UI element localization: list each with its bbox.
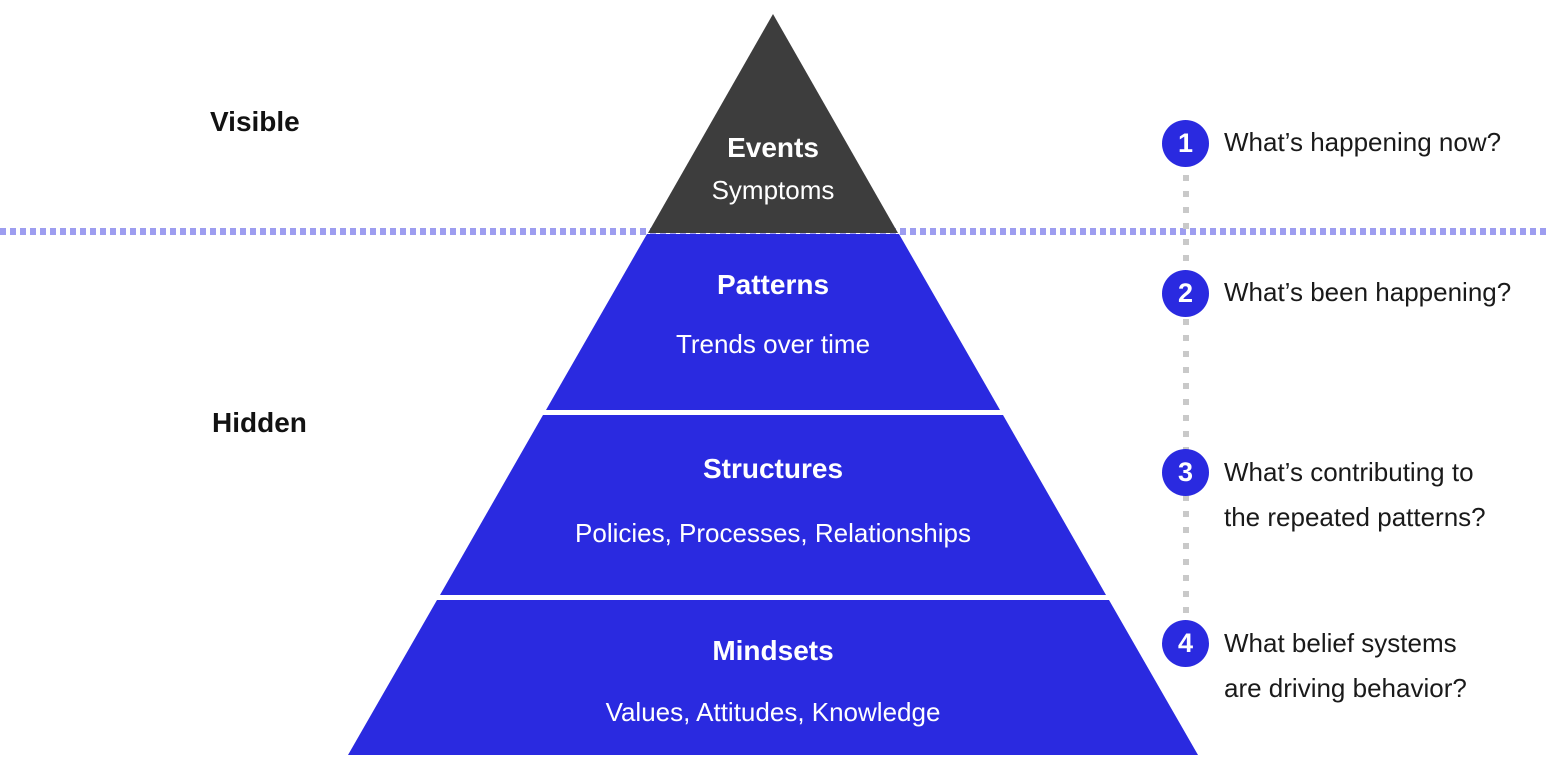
structures-layer-title: Structures [702, 453, 844, 484]
question-3-number-badge: 3 [1162, 449, 1209, 496]
question-3-text: What’s contributing to the repeated patt… [1224, 450, 1486, 540]
question-4-line-2: are driving behavior? [1224, 673, 1467, 703]
question-4-number: 4 [1177, 628, 1194, 658]
question-2-text: What’s been happening? [1224, 270, 1511, 315]
question-2-number-badge: 2 [1162, 270, 1209, 317]
events-layer-subtitle: Symptoms [711, 175, 835, 205]
events-layer-title: Events [727, 132, 819, 163]
question-1-number-badge: 1 [1162, 120, 1209, 167]
pyramid-layer-patterns-shape [546, 234, 1000, 410]
pyramid-layer-mindsets-shape [348, 600, 1198, 755]
question-3-line-2: the repeated patterns? [1224, 502, 1486, 532]
question-2-line-1: What’s been happening? [1224, 277, 1512, 307]
question-4-line-1: What belief systems [1224, 628, 1457, 658]
question-4-text: What belief systems are driving behavior… [1224, 621, 1467, 711]
patterns-layer-title: Patterns [716, 269, 830, 300]
structures-layer-subtitle: Policies, Processes, Relationships [575, 518, 971, 548]
visible-label: Visible [210, 106, 300, 137]
question-4-number-badge: 4 [1162, 620, 1209, 667]
pyramid-layer-events-shape [648, 14, 898, 233]
question-1-line-1: What’s happening now? [1224, 127, 1502, 157]
mindsets-layer-title: Mindsets [712, 635, 834, 666]
question-1-text: What’s happening now? [1224, 120, 1501, 165]
question-3-number: 3 [1177, 457, 1194, 487]
question-2-number: 2 [1177, 278, 1194, 308]
question-3-line-1: What’s contributing to [1224, 457, 1474, 487]
question-1-number: 1 [1177, 128, 1194, 158]
hidden-label: Hidden [212, 407, 307, 438]
patterns-layer-subtitle: Trends over time [675, 329, 871, 359]
pyramid-layer-structures-shape [440, 415, 1106, 595]
mindsets-layer-subtitle: Values, Attitudes, Knowledge [605, 697, 941, 727]
question-connector-dotted-line [1183, 143, 1189, 643]
